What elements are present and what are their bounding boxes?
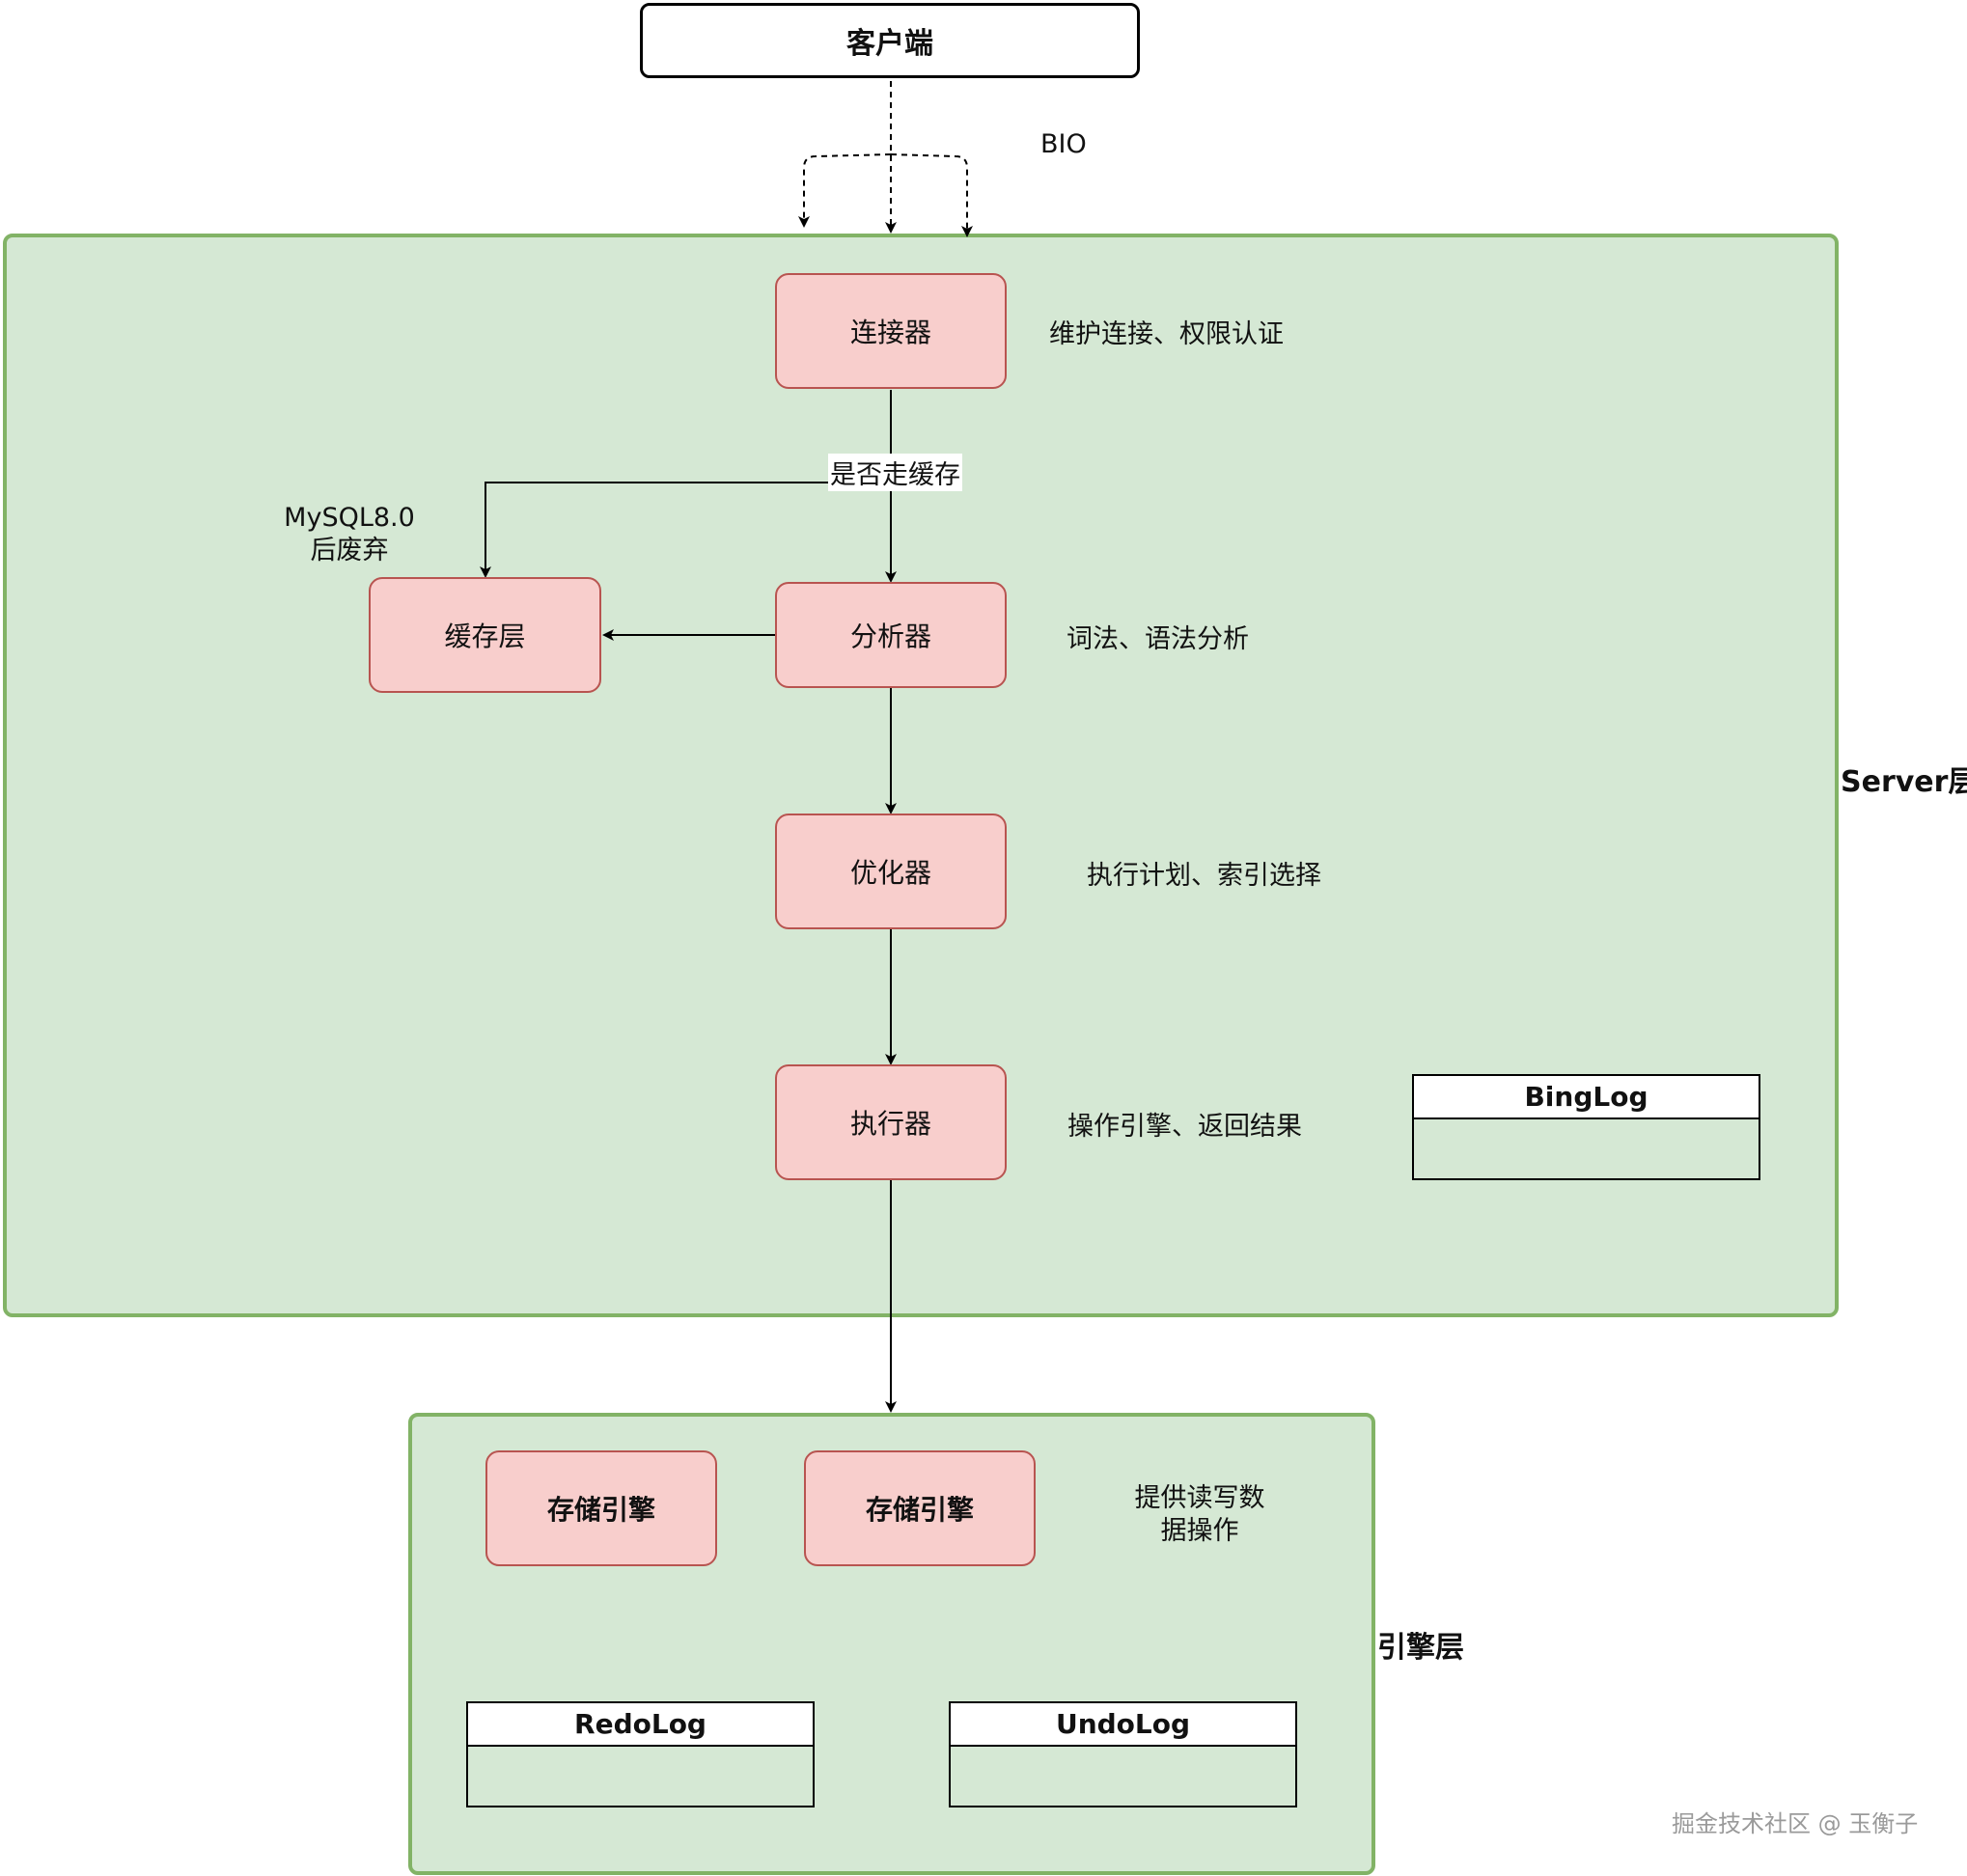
flow-arrows xyxy=(480,390,897,1413)
executor-note: 操作引擎、返回结果 xyxy=(1067,1112,1302,1142)
binlog-header: BingLog xyxy=(1414,1076,1759,1119)
bio-arrow-right xyxy=(890,153,973,237)
storage-engine-node-1: 存储引擎 xyxy=(485,1450,717,1566)
analyzer-node: 分析器 xyxy=(775,582,1007,688)
cache-note-line-2: 后废弃 xyxy=(310,536,389,566)
storage-engine-label-1: 存储引擎 xyxy=(546,1494,655,1526)
connector-note: 维护连接、权限认证 xyxy=(1049,319,1284,349)
cache-label: 缓存层 xyxy=(444,621,526,652)
connector-label: 连接器 xyxy=(849,317,931,348)
bio-arrow-left xyxy=(798,153,892,228)
redolog-box: RedoLog xyxy=(466,1701,815,1807)
redolog-label: RedoLog xyxy=(574,1708,706,1740)
client-box: 客户端 xyxy=(640,3,1140,78)
optimizer-label: 优化器 xyxy=(849,857,931,889)
decision-to-cache-arrow xyxy=(480,482,830,578)
analyzer-label: 分析器 xyxy=(849,621,931,652)
watermark-text: 掘金技术社区 @ 玉衡子 xyxy=(1672,1810,1919,1837)
bio-label: BIO xyxy=(1040,129,1087,159)
optimizer-node: 优化器 xyxy=(775,814,1007,929)
analyzer-note: 词法、语法分析 xyxy=(1067,624,1249,654)
storage-engine-label-2: 存储引擎 xyxy=(865,1494,974,1526)
undolog-box: UndoLog xyxy=(949,1701,1297,1807)
engine-note: 提供读写数 据操作 xyxy=(1103,1482,1296,1548)
undolog-label: UndoLog xyxy=(1055,1708,1191,1740)
cache-deprecated-note: MySQL8.0 后废弃 xyxy=(263,502,436,567)
engine-note-line-2: 据操作 xyxy=(1160,1516,1239,1546)
cache-node: 缓存层 xyxy=(369,577,601,693)
binlog-label: BingLog xyxy=(1524,1081,1648,1113)
executor-node: 执行器 xyxy=(775,1064,1007,1180)
undolog-header: UndoLog xyxy=(951,1703,1295,1747)
binlog-box: BingLog xyxy=(1412,1074,1760,1180)
client-label: 客户端 xyxy=(846,27,933,61)
bio-dashed-arrows xyxy=(798,81,973,237)
connector-node: 连接器 xyxy=(775,273,1007,389)
optimizer-note: 执行计划、索引选择 xyxy=(1087,861,1321,891)
engine-layer-label: 引擎层 xyxy=(1377,1631,1464,1665)
storage-engine-node-2: 存储引擎 xyxy=(804,1450,1036,1566)
redolog-header: RedoLog xyxy=(468,1703,813,1747)
executor-label: 执行器 xyxy=(849,1108,931,1140)
cache-decision-label: 是否走缓存 xyxy=(828,454,962,491)
server-layer-label: Server层 xyxy=(1841,765,1967,799)
engine-note-line-1: 提供读写数 xyxy=(1134,1483,1265,1513)
cache-note-line-1: MySQL8.0 xyxy=(284,503,415,533)
